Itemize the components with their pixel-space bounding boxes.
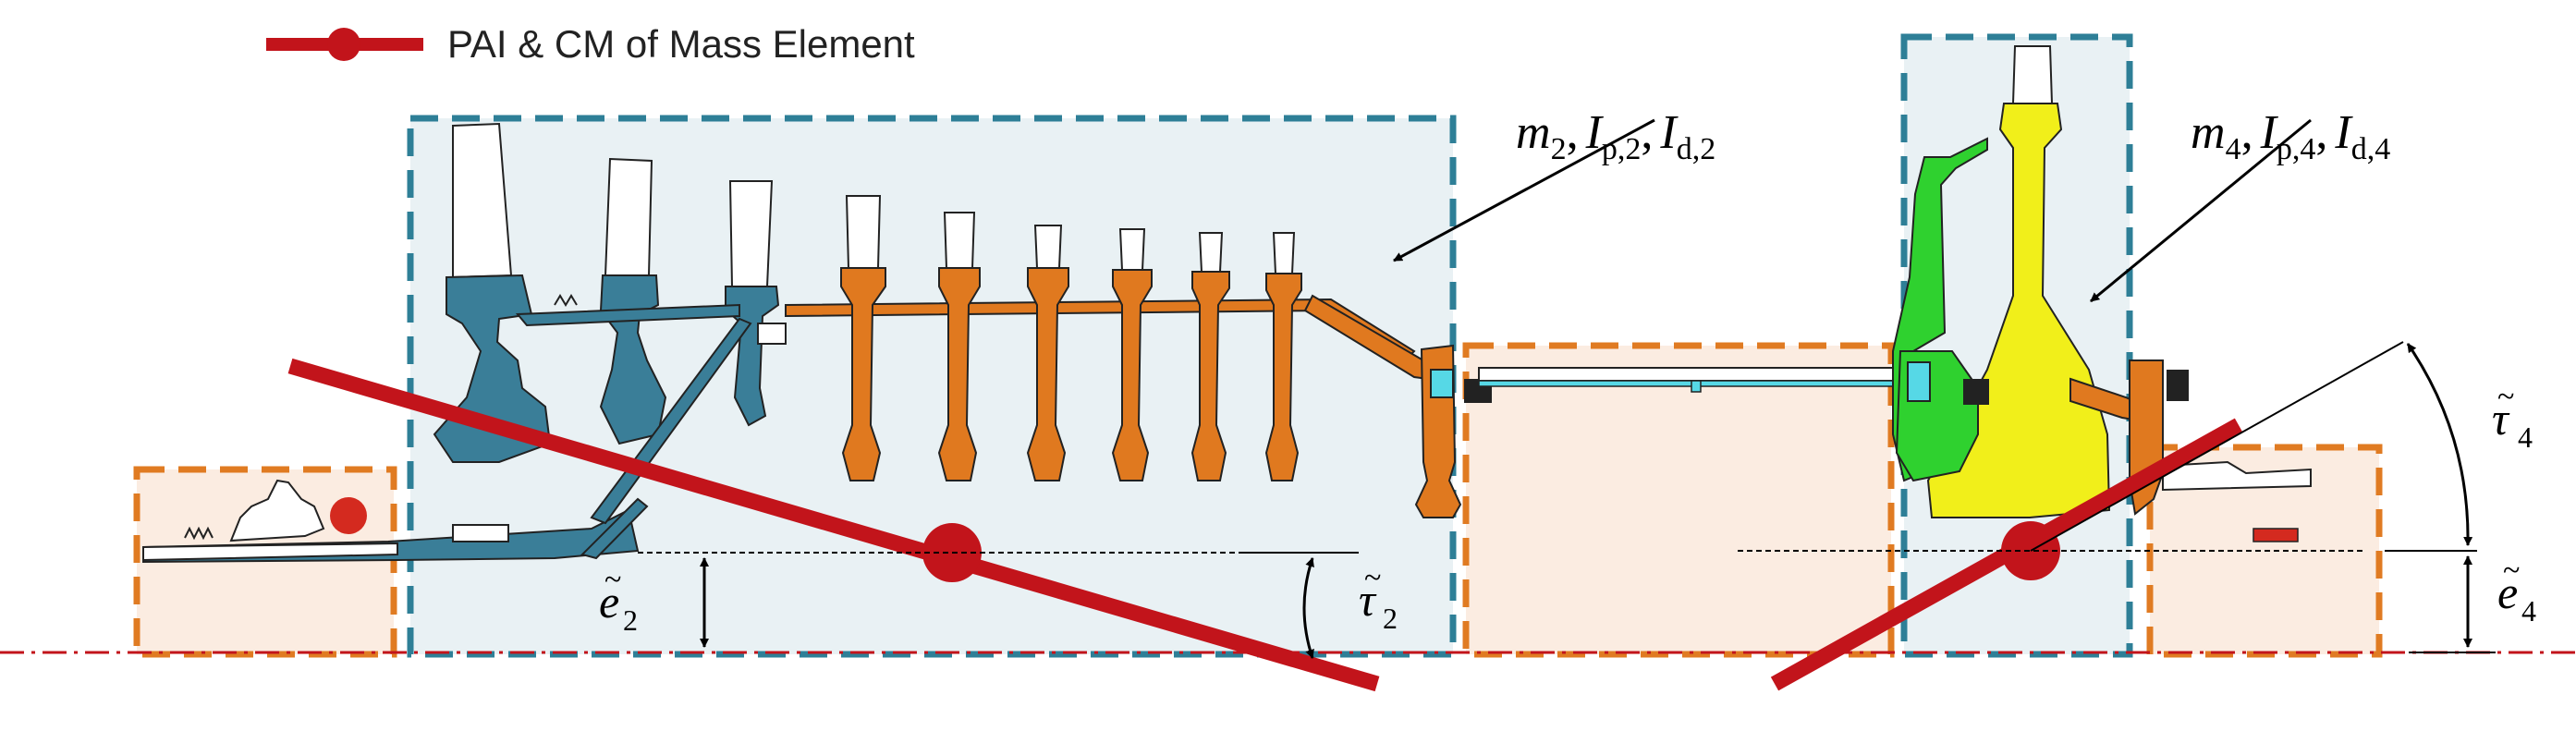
id4-symbol: I <box>2334 106 2353 159</box>
m2-symbol: m <box>1516 106 1551 159</box>
label-e4: ~ e 4 <box>2497 554 2536 627</box>
label-tau2: ~ τ 2 <box>1359 561 1398 635</box>
stage-8 <box>1190 232 1230 481</box>
turbine-disc <box>1892 45 2148 518</box>
blade-icon <box>943 212 976 269</box>
left-shaft-assembly <box>142 479 640 564</box>
tau4-symbol: τ <box>2492 393 2510 445</box>
stage-9 <box>1264 232 1302 481</box>
m2-subscript: 2 <box>1551 132 1567 166</box>
stage-4 <box>840 195 886 481</box>
pai-line-m2 <box>287 358 1380 692</box>
blade-icon <box>2011 45 2054 104</box>
e4-symbol: e <box>2497 567 2518 618</box>
arrow-icon <box>1302 557 1314 659</box>
compressor-blue-stages <box>433 122 787 560</box>
svg-text:~: ~ <box>2497 380 2514 414</box>
middle-shaft <box>1478 367 1894 393</box>
ip2-subscript: p,2 <box>1602 132 1642 166</box>
arrow-icon <box>1393 118 1655 262</box>
id2-subscript: d,2 <box>1677 132 1716 166</box>
tau2-subscript: 2 <box>1383 602 1398 635</box>
compressor-orange-stages <box>785 195 1492 518</box>
ip2-symbol: I <box>1585 106 1605 159</box>
arrow-icon <box>2090 118 2312 303</box>
disc-icon <box>330 497 367 534</box>
box-middle-orange <box>1462 342 1895 658</box>
blade-icon <box>845 195 882 269</box>
blade-icon <box>728 180 774 287</box>
blade-icon <box>1272 232 1296 274</box>
svg-text:~: ~ <box>1364 561 1381 595</box>
blade-icon <box>1118 228 1146 271</box>
stage-7 <box>1111 228 1153 481</box>
e2-symbol: e <box>599 576 619 627</box>
id2-symbol: I <box>1659 106 1679 159</box>
id4-subscript: d,4 <box>2351 132 2391 166</box>
svg-text:~: ~ <box>2503 554 2520 588</box>
label-e2: ~ e 2 <box>599 563 638 637</box>
label-tau4: ~ τ 4 <box>2492 380 2533 454</box>
legend-marker <box>327 28 360 61</box>
tau4-subscript: 4 <box>2518 420 2533 454</box>
m4-subscript: 4 <box>2226 132 2241 166</box>
e4-subscript: 4 <box>2521 594 2536 627</box>
label-mass4: m4,Ip,4,Id,4 <box>2191 106 2390 166</box>
m4-symbol: m <box>2191 106 2226 159</box>
pai-lines <box>287 358 2243 692</box>
label-mass2: m2,Ip,2,Id,2 <box>1516 106 1715 166</box>
svg-text:m2,Ip,2,Id,2: m2,Ip,2,Id,2 <box>1516 106 1715 166</box>
dimension-arrows <box>700 118 2496 659</box>
blade-icon <box>1198 232 1224 273</box>
ip4-symbol: I <box>2260 106 2279 159</box>
reference-lines <box>638 341 2477 554</box>
legend-label: PAI & CM of Mass Element <box>447 22 915 66</box>
stage-6 <box>1026 225 1069 481</box>
svg-text:~: ~ <box>604 563 621 597</box>
e2-subscript: 2 <box>623 603 638 637</box>
legend: PAI & CM of Mass Element <box>266 22 915 66</box>
ip4-subscript: p,4 <box>2277 132 2316 166</box>
blade-icon <box>604 157 653 276</box>
blade-icon <box>1033 225 1063 269</box>
svg-text:m4,Ip,4,Id,4: m4,Ip,4,Id,4 <box>2191 106 2390 166</box>
tau2-symbol: τ <box>1359 574 1377 626</box>
stage-5 <box>937 212 981 481</box>
arrow-icon <box>2406 343 2473 546</box>
